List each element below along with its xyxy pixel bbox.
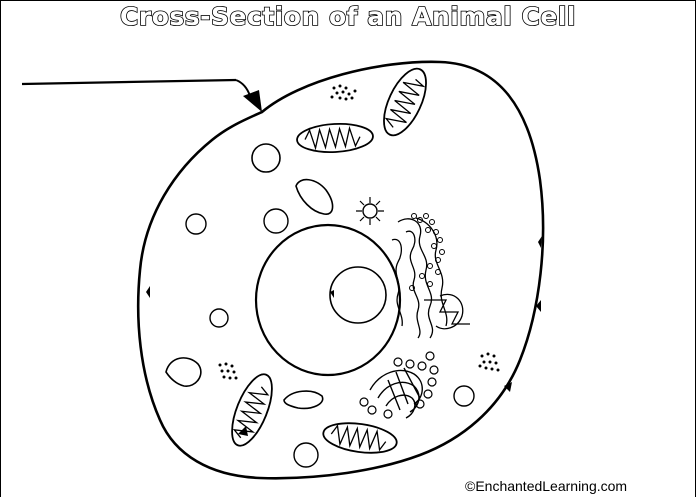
- vesicle: [293, 442, 319, 468]
- mitochondrion-lower-left: [231, 373, 273, 447]
- page-title: Cross-Section of an Animal Cell: [119, 1, 576, 32]
- ribosome-cluster: [409, 213, 445, 291]
- label-answer-line[interactable]: [21, 78, 237, 86]
- nucleolus: [329, 266, 387, 324]
- golgi-apparatus: [369, 367, 423, 419]
- nucleus: [254, 223, 402, 377]
- endoplasmic-reticulum: [391, 217, 470, 339]
- arrow-head-icon: [243, 90, 262, 112]
- ribosome-cluster: [478, 352, 500, 372]
- vesicle-cluster: [359, 351, 439, 419]
- label-pointer: [21, 78, 262, 112]
- vesicle: [453, 385, 475, 407]
- vesicle: [251, 143, 281, 173]
- vesicle: [263, 208, 289, 234]
- cell-membrane: [136, 60, 545, 480]
- vacuole-upper: [295, 178, 334, 215]
- mitochondrion-upper-right: [383, 67, 427, 137]
- vacuole-left: [165, 357, 202, 387]
- centrosome: [356, 197, 384, 225]
- vesicle: [185, 213, 207, 235]
- mitochondrion-top: [296, 122, 374, 154]
- ribosome-cluster: [330, 84, 357, 101]
- ribosome-cluster: [218, 362, 238, 380]
- vesicle: [209, 308, 229, 328]
- copyright-credit: ©EnchantedLearning.com: [465, 478, 628, 494]
- mitochondrion-bottom: [322, 422, 398, 454]
- vacuole-bottom: [283, 390, 324, 410]
